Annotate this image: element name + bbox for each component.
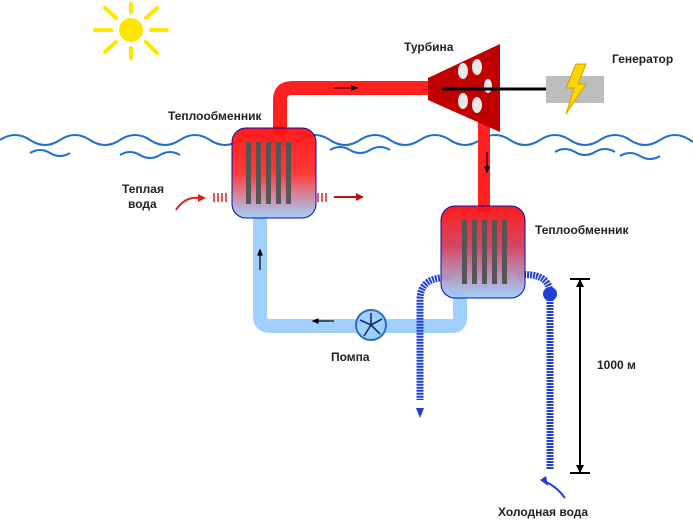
heat-exchanger-warm-label: Теплообменник bbox=[168, 109, 262, 123]
heat-exchanger-warm bbox=[231, 127, 317, 219]
generator-icon bbox=[546, 63, 604, 115]
depth-label: 1000 м bbox=[597, 358, 636, 372]
warm-water-arrows bbox=[175, 193, 364, 211]
intake-valve bbox=[543, 287, 557, 301]
cold-water-label: Холодная вода bbox=[498, 505, 589, 519]
pump-label: Помпа bbox=[331, 350, 370, 364]
cool-pipe-loop bbox=[253, 216, 467, 333]
depth-marker bbox=[570, 278, 590, 474]
sun-icon bbox=[93, 2, 169, 60]
cold-water-intake-pipe bbox=[517, 271, 554, 470]
heat-exchanger-cold bbox=[440, 205, 526, 299]
cold-water-outflow-pipe bbox=[416, 274, 453, 400]
warm-water-label-line2: вода bbox=[128, 197, 157, 211]
pump-icon bbox=[355, 309, 387, 341]
warm-water-label-line1: Теплая bbox=[122, 182, 164, 196]
turbine-label: Турбина bbox=[404, 40, 454, 54]
heat-exchanger-cold-label: Теплообменник bbox=[535, 223, 629, 237]
hot-pipe-to-turbine bbox=[273, 81, 430, 135]
outflow-arrow bbox=[416, 408, 424, 418]
sea-waves bbox=[0, 134, 693, 160]
flow-arrows bbox=[257, 85, 490, 324]
generator-label: Генератор bbox=[612, 52, 674, 66]
lightning-icon bbox=[565, 63, 587, 115]
cold-water-inflow-arrow bbox=[544, 481, 566, 499]
